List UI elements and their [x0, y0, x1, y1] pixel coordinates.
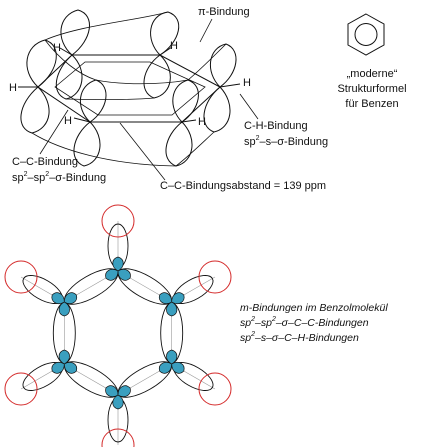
sp2-hybrid-lobe: [58, 301, 70, 317]
sigma-caption-line1: m-Bindungen im Benzolmolekül: [240, 302, 388, 314]
sp2-hybrid-lobe: [112, 256, 124, 272]
sp2-hybrid-lobe: [51, 292, 65, 304]
distance-label-pointer: [119, 122, 166, 181]
hydrogen-s-orbital: [4, 260, 38, 294]
sp2-hybrid-lobe: [158, 292, 173, 304]
cc-distance-label: C–C-Bindungsabstand = 139 ppm: [160, 180, 326, 192]
ch-bond-label-line1: C-H-Bindung: [244, 120, 308, 132]
ch-label-pointer: [239, 93, 259, 120]
benzene-hexagon-icon: [347, 13, 385, 56]
pi-orbital-diagram: H H H H H H π-Bindung C–C-Bindung sp2–sp…: [9, 6, 328, 192]
sp2-hybrid-lobe: [171, 292, 185, 304]
sp2-hybrid-lobe: [117, 385, 131, 397]
pi-bond-label: π-Bindung: [198, 6, 250, 18]
sigma-orbital-diagram: m-Bindungen im Benzolmolekül sp2–sp2–σ–C…: [4, 204, 388, 447]
structure-label-line2: Strukturformel: [337, 83, 406, 95]
hydrogen-s-orbital: [101, 204, 135, 238]
h-atom-upper-right: H: [170, 40, 178, 52]
sigma-caption-line3: sp2–s–σ–C–H-Bindungen: [240, 331, 359, 344]
sp2-hybrid-lobe: [166, 349, 178, 365]
h-atom-right: H: [243, 77, 251, 89]
sp2-hybrid-lobe: [117, 269, 131, 281]
sp2-hybrid-lobe: [105, 269, 119, 281]
ch-bond-label-line2: sp2–s–σ-Bindung: [244, 135, 328, 148]
sigma-orbital-network: [4, 204, 232, 447]
cc-bond-label-line1: C–C-Bindung: [12, 156, 78, 168]
hydrogen-s-orbital: [198, 260, 232, 294]
sp2-hybrid-lobe: [105, 385, 119, 397]
cc-bond-label-line2: sp2–sp2–σ-Bindung: [12, 171, 106, 184]
p-orbital-lobes-upper: [26, 9, 237, 123]
h-atom-left: H: [9, 82, 17, 94]
sp2-hybrid-lobe: [166, 301, 178, 317]
h-atom-lower-right: H: [198, 116, 206, 128]
pi-cloud-upper: [44, 11, 227, 85]
sp2-hybrid-lobe: [58, 349, 70, 365]
h-atom-lower-left: H: [64, 115, 72, 127]
hydrogen-s-orbital: [101, 428, 135, 447]
sigma-cc-axis-hexagon: [64, 270, 172, 396]
pi-cloud-lower: [31, 97, 215, 167]
structure-label-line1: „moderne“: [347, 68, 398, 80]
cc-label-pointer: [39, 109, 69, 155]
sigma-caption-line2: sp2–sp2–σ–C–C-Bindungen: [240, 316, 369, 329]
sp2-hybrid-lobe: [158, 362, 173, 374]
ch-bond-lines: [18, 46, 241, 123]
structure-label-line3: für Benzen: [345, 98, 398, 110]
sp2-hybrid-lobe: [51, 362, 65, 374]
pi-ring-inner: [54, 61, 206, 116]
pi-label-pointer: [199, 18, 213, 43]
sp2-hybrid-lobe: [63, 292, 78, 304]
hydrogen-s-orbital: [4, 372, 38, 406]
hydrogen-s-orbital: [198, 372, 232, 406]
benzene-structure-formula: „moderne“ Strukturformel für Benzen: [337, 13, 407, 110]
sp2-hybrid-lobe: [171, 362, 185, 374]
h-atom-upper-left: H: [53, 42, 61, 54]
benzene-aromatic-ring-icon: [354, 23, 378, 46]
sp2-hybrid-lobe: [112, 394, 124, 410]
sp2-hybrid-lobe: [63, 362, 78, 374]
